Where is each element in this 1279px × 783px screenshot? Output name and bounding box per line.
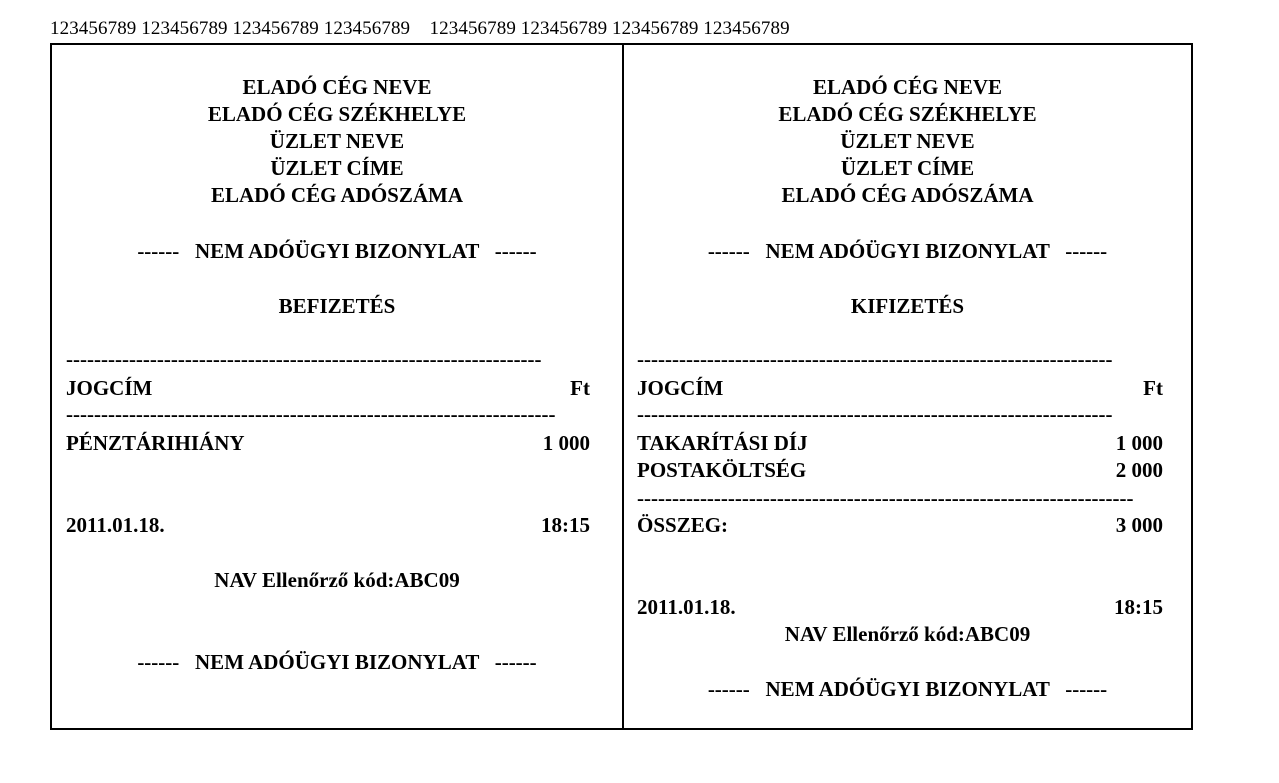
item-amount: 2 000 [1115, 458, 1163, 482]
item-row: PÉNZTÁRIHIÁNY 1 000 [66, 430, 590, 456]
total-value: 3 000 [1115, 513, 1163, 537]
receipt-time: 18:15 [541, 513, 590, 537]
receipt-befizetes: ELADÓ CÉG NEVE ELADÓ CÉG SZÉKHELYE ÜZLET… [52, 45, 622, 728]
date-time-row: 2011.01.18. 18:15 [637, 594, 1163, 620]
character-ruler: 123456789 123456789 123456789 123456789 … [50, 18, 790, 39]
item-name: POSTAKÖLTSÉG [637, 458, 807, 482]
item-row: POSTAKÖLTSÉG 2 000 [637, 457, 1163, 483]
nav-control-code: NAV Ellenőrző kód:ABC09 [214, 568, 460, 592]
column-divider [622, 45, 624, 728]
date-time-row: 2011.01.18. 18:15 [66, 512, 590, 538]
column-jogcim: JOGCÍM [66, 376, 153, 400]
nav-control-code: NAV Ellenőrző kód:ABC09 [784, 622, 1031, 646]
receipt-time: 18:15 [1114, 595, 1163, 619]
item-name: TAKARÍTÁSI DÍJ [637, 431, 808, 455]
receipt-date: 2011.01.18. [66, 513, 165, 537]
column-header-row: JOGCÍM Ft [66, 375, 590, 401]
total-label: ÖSSZEG: [637, 513, 729, 537]
column-ft: Ft [1143, 376, 1163, 400]
shop-name: ÜZLET NEVE [840, 129, 975, 153]
item-amount: 1 000 [542, 431, 590, 455]
separator: ----------------------------------------… [66, 402, 556, 426]
seller-tax-number: ELADÓ CÉG ADÓSZÁMA [210, 183, 464, 207]
item-row: TAKARÍTÁSI DÍJ 1 000 [637, 430, 1163, 456]
column-header-row: JOGCÍM Ft [637, 375, 1163, 401]
separator: ----------------------------------------… [637, 347, 1113, 371]
separator: ----------------------------------------… [66, 347, 542, 371]
document-type: BEFIZETÉS [278, 294, 396, 318]
receipt-date: 2011.01.18. [637, 595, 736, 619]
document-type: KIFIZETÉS [850, 294, 965, 318]
non-fiscal-banner-bottom: ------ NEM ADÓÜGYI BIZONYLAT ------ [707, 677, 1108, 701]
item-name: PÉNZTÁRIHIÁNY [66, 431, 245, 455]
seller-tax-number: ELADÓ CÉG ADÓSZÁMA [781, 183, 1034, 207]
non-fiscal-banner-top: ------ NEM ADÓÜGYI BIZONYLAT ------ [707, 239, 1108, 263]
seller-name: ELADÓ CÉG NEVE [242, 75, 432, 99]
shop-address: ÜZLET CÍME [270, 156, 404, 180]
column-jogcim: JOGCÍM [637, 376, 724, 400]
separator: ----------------------------------------… [637, 486, 1134, 510]
receipt-kifizetes: ELADÓ CÉG NEVE ELADÓ CÉG SZÉKHELYE ÜZLET… [624, 45, 1191, 728]
receipt-frame: ELADÓ CÉG NEVE ELADÓ CÉG SZÉKHELYE ÜZLET… [50, 43, 1193, 730]
seller-seat: ELADÓ CÉG SZÉKHELYE [207, 102, 467, 126]
total-row: ÖSSZEG: 3 000 [637, 512, 1163, 538]
non-fiscal-banner-bottom: ------ NEM ADÓÜGYI BIZONYLAT ------ [137, 650, 537, 674]
item-amount: 1 000 [1115, 431, 1163, 455]
seller-name: ELADÓ CÉG NEVE [812, 75, 1003, 99]
separator: ----------------------------------------… [637, 402, 1113, 426]
shop-name: ÜZLET NEVE [269, 129, 405, 153]
seller-seat: ELADÓ CÉG SZÉKHELYE [778, 102, 1037, 126]
non-fiscal-banner-top: ------ NEM ADÓÜGYI BIZONYLAT ------ [137, 239, 537, 263]
shop-address: ÜZLET CÍME [840, 156, 975, 180]
column-ft: Ft [570, 376, 590, 400]
